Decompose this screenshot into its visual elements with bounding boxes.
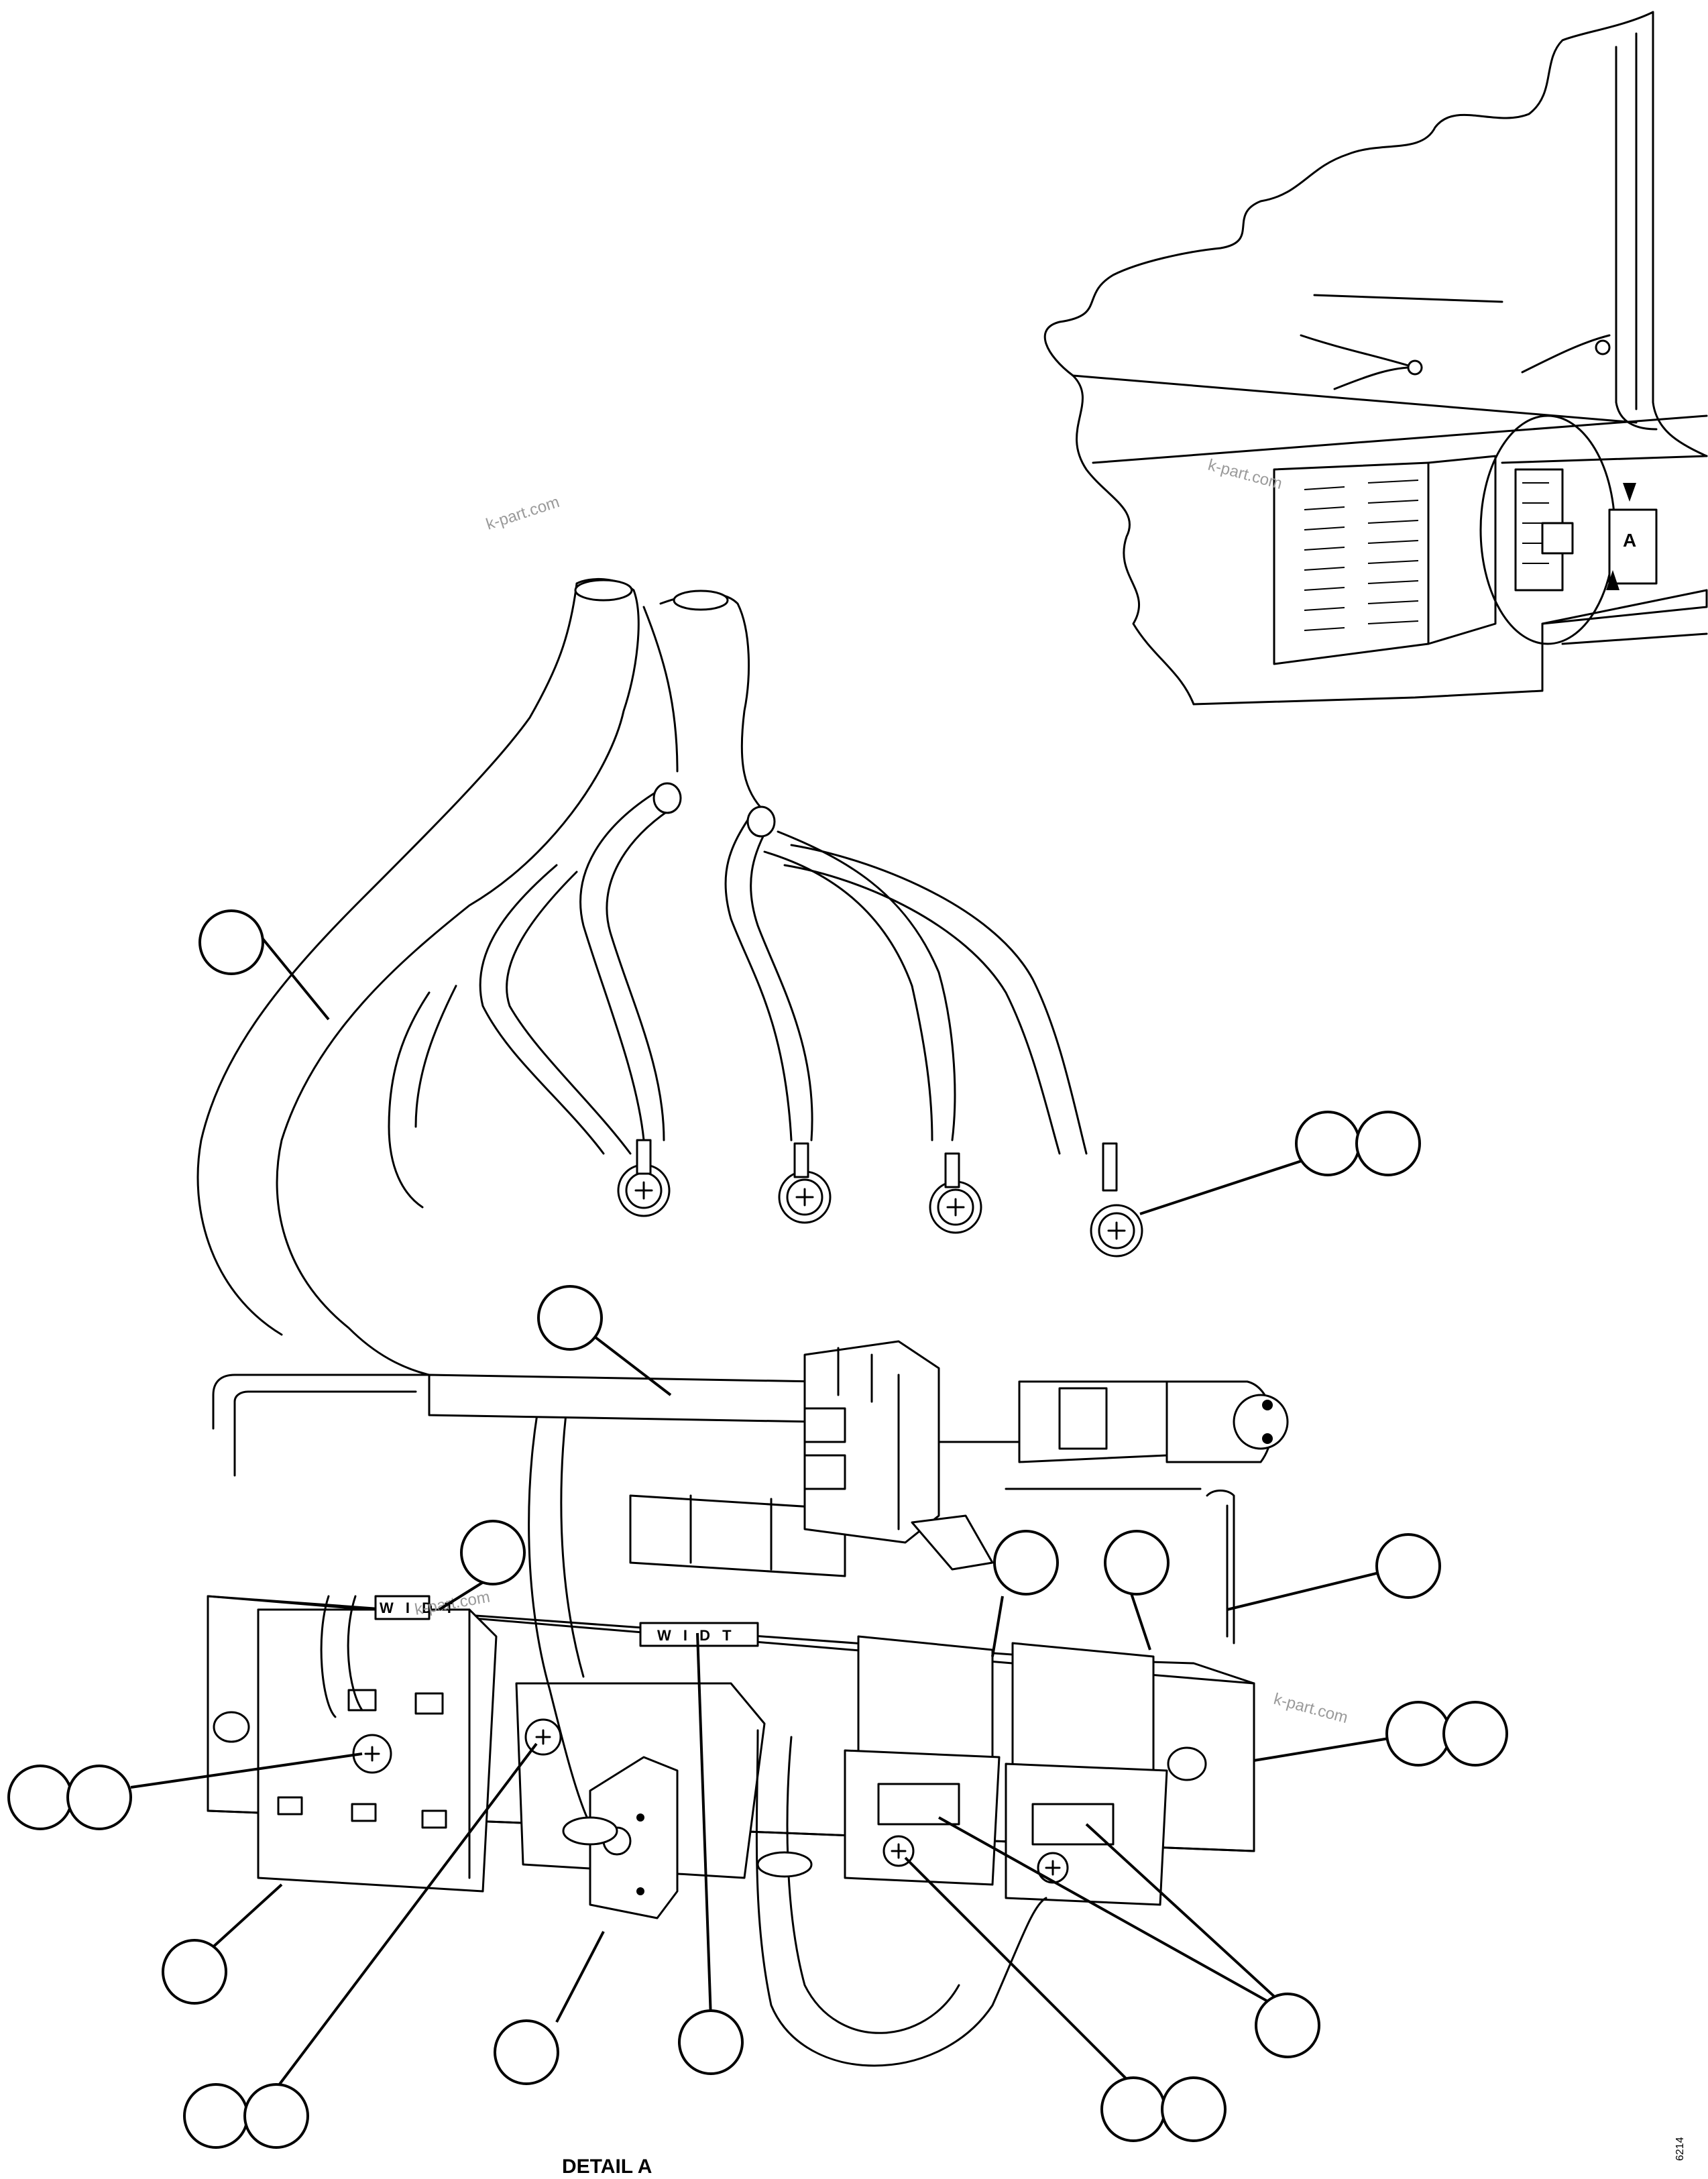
wire-tag-left (374, 1595, 431, 1620)
callouts (7, 909, 1508, 2149)
figure-code: 6214 (1674, 2137, 1686, 2161)
callout-bubble (993, 1530, 1059, 1596)
relay (1005, 1642, 1168, 1906)
louvers (1304, 480, 1419, 631)
callout-bubble (1375, 1533, 1441, 1599)
location-inset: A (1043, 11, 1708, 706)
callout-bubble (7, 1765, 73, 1830)
callout-bubble (678, 2009, 744, 2075)
view-arrow-bottom-icon (1606, 570, 1619, 590)
ring-terminal (778, 1142, 832, 1224)
watermark: k-part.com (1206, 456, 1284, 493)
view-arrow-top-icon (1623, 483, 1636, 502)
callout-bubble (1161, 2076, 1227, 2142)
callout-bubble (1100, 2076, 1166, 2142)
callout-bubble (198, 909, 264, 975)
relay (844, 1635, 1001, 1886)
relay-panel (207, 1340, 1289, 2067)
callout-bubble (537, 1285, 603, 1351)
callout-bubble (494, 2019, 559, 2085)
callout-bubble (1104, 1530, 1170, 1596)
ring-terminal (929, 1152, 982, 1234)
wire-harness (196, 577, 1088, 1376)
ring-terminal (617, 1139, 671, 1217)
callout-bubble (1295, 1111, 1361, 1176)
callout-bubble (183, 2083, 249, 2149)
callout-bubble (243, 2083, 309, 2149)
callout-bubble (460, 1520, 526, 1585)
callout-bubble (1385, 1701, 1451, 1767)
callout-bubble (1355, 1111, 1421, 1176)
ring-terminal (1090, 1142, 1143, 1258)
callout-bubble (162, 1939, 227, 2005)
inset-body-outline (1043, 11, 1654, 706)
ring-terminals (617, 1139, 1143, 1258)
watermark: k-part.com (484, 493, 562, 534)
detail-title: DETAIL A (562, 2156, 652, 2178)
callout-bubble (66, 1765, 132, 1830)
view-letter: A (1623, 530, 1636, 551)
callout-bubble (1255, 1993, 1320, 2058)
wire-tag-center-text: W I D T (657, 1627, 736, 1644)
watermark: k-part.com (1271, 1690, 1349, 1727)
wire-tag-center (639, 1622, 759, 1647)
callout-bubble (1442, 1701, 1508, 1767)
